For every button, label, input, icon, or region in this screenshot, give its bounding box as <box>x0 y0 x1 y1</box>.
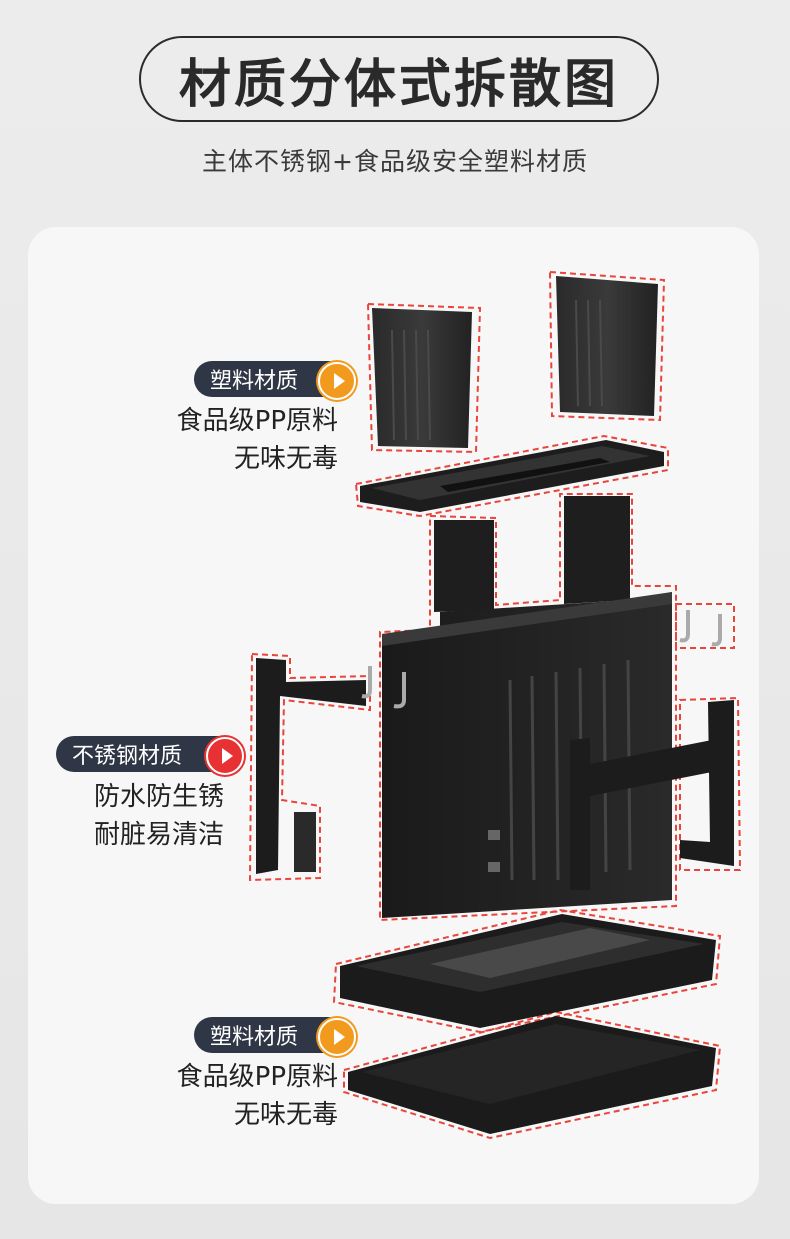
material-desc-steel: 防水防生锈 耐脏易清洁 <box>60 778 224 854</box>
tag-text: 不锈钢材质 <box>72 744 183 769</box>
utensil-pot-left <box>372 308 472 448</box>
desc-line-1: 食品级PP原料 <box>176 1062 338 1092</box>
page-title: 材质分体式拆散图 <box>178 54 619 115</box>
utensil-pot-right <box>556 276 658 416</box>
page-subtitle: 主体不锈钢+食品级安全塑料材质 <box>202 147 588 176</box>
desc-line-1: 防水防生锈 <box>93 782 224 812</box>
play-arrow-icon <box>206 737 244 775</box>
tag-text: 塑料材质 <box>210 369 299 394</box>
material-tag-plastic-bottom: 塑料材质 <box>194 1017 334 1053</box>
desc-line-2: 耐脏易清洁 <box>93 820 224 850</box>
desc-line-2: 无味无毒 <box>233 444 338 474</box>
material-tag-steel: 不锈钢材质 <box>56 736 226 772</box>
material-desc-plastic-bottom: 食品级PP原料 无味无毒 <box>150 1058 338 1134</box>
play-arrow-icon <box>318 362 356 400</box>
material-tag-plastic-top: 塑料材质 <box>194 361 334 397</box>
desc-line-2: 无味无毒 <box>233 1100 338 1130</box>
desc-line-1: 食品级PP原料 <box>176 406 338 436</box>
play-arrow-icon <box>318 1018 356 1056</box>
material-desc-plastic-top: 食品级PP原料 无味无毒 <box>150 402 338 478</box>
tag-text: 塑料材质 <box>210 1025 299 1050</box>
title-pill: 材质分体式拆散图 <box>139 36 659 122</box>
